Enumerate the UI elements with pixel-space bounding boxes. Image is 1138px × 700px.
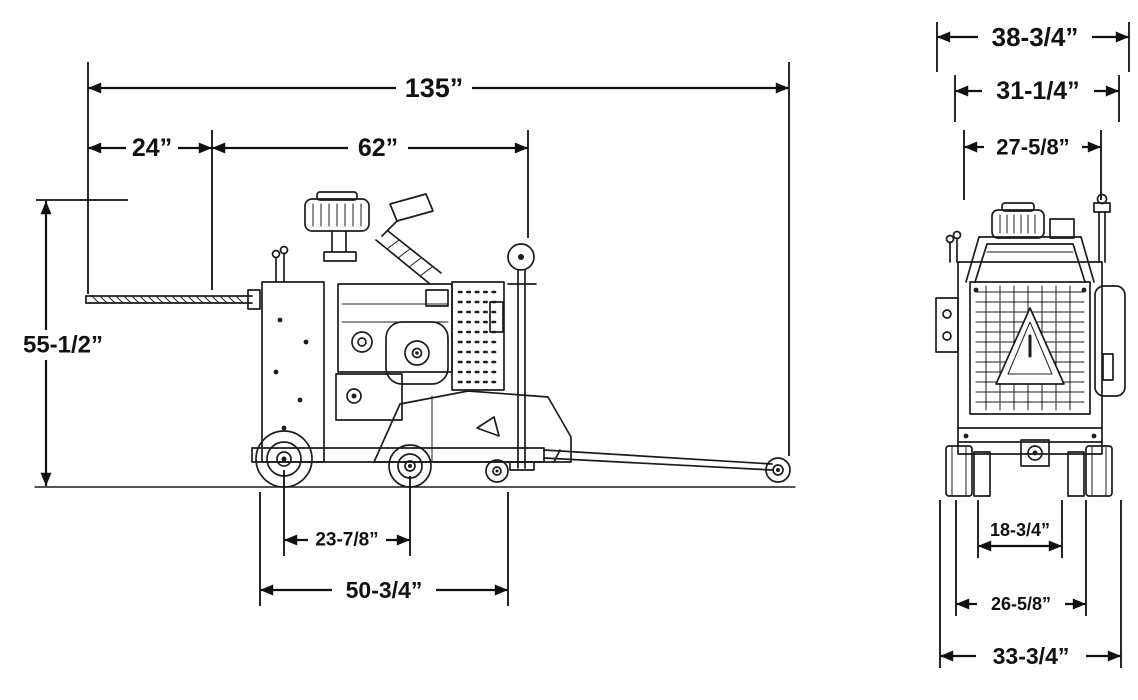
dim-label-track-outer: 26-5/8” (991, 594, 1051, 614)
dim-label-segment-24: 24” (132, 134, 172, 162)
roll-frame (965, 236, 1095, 283)
end-body (957, 261, 1103, 455)
side-accessory-panel (935, 230, 962, 353)
dim-overall-height: 55-1/2” (18, 199, 128, 486)
dim-frame-length: 50-3/4” (259, 492, 509, 606)
end-belt-guard (1094, 285, 1126, 397)
radiator-grille (969, 281, 1091, 415)
end-wheels (945, 445, 1113, 497)
dim-base-width: 33-3/4” (939, 500, 1122, 671)
label-backdrop (18, 330, 110, 360)
label-backdrop (348, 132, 408, 162)
air-cleaner (304, 191, 370, 262)
dim-track-inner: 18-3/4” (977, 500, 1063, 558)
body-frame (251, 245, 545, 463)
hitch (1020, 439, 1050, 467)
dim-label-frame-length: 50-3/4” (346, 577, 423, 603)
dim-track-outer: 26-5/8” (955, 500, 1087, 616)
vent-panel (451, 281, 505, 391)
blade-shaft (85, 289, 261, 310)
dim-segment-24: 24” (87, 130, 213, 290)
dim-label-segment-62: 62” (358, 134, 398, 162)
dim-overall-length: 135” (87, 62, 790, 456)
dim-handlebar-width: 31-1/4” (954, 75, 1120, 122)
pump-box (335, 373, 403, 421)
dim-wheelbase: 23-7/8” (283, 470, 411, 556)
guide-wheel (765, 457, 791, 483)
label-backdrop (332, 574, 436, 604)
dim-overall-width: 38-3/4” (936, 21, 1130, 72)
label-backdrop (308, 527, 386, 553)
engine-block (337, 283, 453, 373)
label-backdrop (982, 75, 1094, 106)
end-view-machine (935, 193, 1126, 497)
belt-guard (385, 321, 449, 385)
guide-pole (507, 243, 537, 471)
front-cowl (373, 390, 572, 483)
exhaust-pipe (375, 193, 442, 285)
exhaust-stack (1093, 193, 1111, 263)
label-backdrop (126, 132, 178, 162)
dim-frame-width: 27-5/8” (963, 130, 1102, 200)
dim-label-overall-length: 135” (405, 73, 464, 103)
label-backdrop (978, 21, 1092, 53)
dim-label-overall-height: 55-1/2” (23, 332, 103, 359)
label-backdrop (984, 132, 1082, 160)
dim-label-base-width: 33-3/4” (993, 643, 1070, 669)
dim-label-handlebar-width: 31-1/4” (996, 77, 1079, 105)
dim-label-track-inner: 18-3/4” (990, 520, 1050, 540)
label-backdrop (976, 641, 1086, 671)
side-view-machine (34, 191, 796, 488)
end-air-cleaner (991, 202, 1075, 239)
dim-segment-62: 62” (212, 130, 529, 238)
label-backdrop (396, 72, 472, 104)
dim-label-wheelbase: 23-7/8” (315, 530, 378, 551)
dim-label-frame-width: 27-5/8” (996, 135, 1069, 160)
label-backdrop (977, 592, 1065, 616)
pointer-bar (543, 449, 791, 483)
dim-label-overall-width: 38-3/4” (992, 22, 1079, 52)
